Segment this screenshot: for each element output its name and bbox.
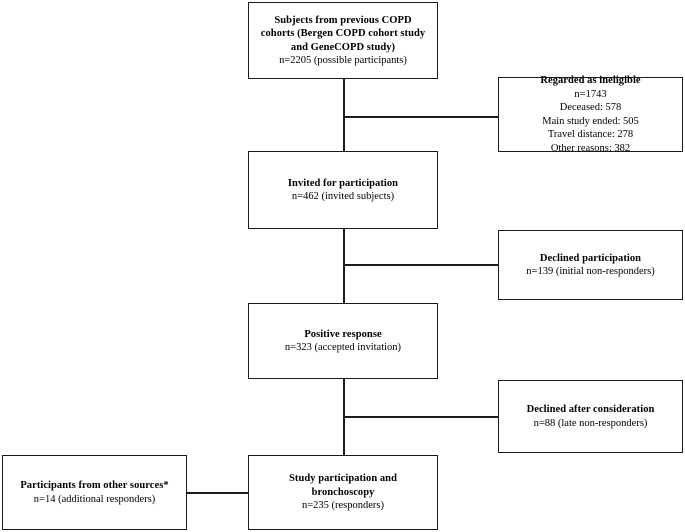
node-positive-response: Positive response n=323 (accepted invita…: [248, 303, 438, 379]
node-source-cohorts-title-line-1: Subjects from previous COPD: [274, 14, 412, 26]
node-source-cohorts-count: n=2205 (possible participants): [279, 55, 407, 66]
node-ineligible: Regarded as ineligible n=1743 Deceased: …: [498, 75, 683, 154]
node-ineligible-reason-travel-distance: Travel distance: 278: [547, 129, 634, 140]
node-other-sources-title: Participants from other sources*: [20, 480, 169, 491]
node-study-participation: Study participation and bronchoscopy n=2…: [248, 455, 438, 530]
node-source-cohorts: Subjects from previous COPD cohorts (Ber…: [248, 2, 438, 79]
connector-source-to-ineligible: [343, 116, 499, 118]
node-source-cohorts-title-line-2: cohorts (Bergen COPD cohort study: [260, 28, 426, 39]
node-study-participation-title-line-1: Study participation and: [289, 473, 397, 485]
node-ineligible-reason-main-study-ended: Main study ended: 505: [542, 115, 639, 127]
node-declined-after-consideration: Declined after consideration n=88 (late …: [498, 380, 683, 453]
node-invited: Invited for participation n=462 (invited…: [248, 151, 438, 229]
node-other-sources-count: n=14 (additional responders): [33, 493, 156, 505]
node-source-cohorts-title-line-3: and GeneCOPD study): [290, 41, 396, 53]
connector-other-sources-to-participation: [186, 492, 250, 494]
node-study-participation-title-line-2: bronchoscopy: [311, 486, 375, 498]
node-positive-response-count: n=323 (accepted invitation): [284, 342, 402, 353]
node-ineligible-reason-deceased: Deceased: 578: [559, 102, 622, 113]
node-declined-participation: Declined participation n=139 (initial no…: [498, 230, 683, 300]
node-declined-after-consideration-count: n=88 (late non-responders): [533, 417, 648, 429]
node-declined-after-consideration-title: Declined after consideration: [526, 404, 655, 415]
node-declined-participation-title: Declined participation: [539, 252, 642, 264]
node-ineligible-count: n=1743: [574, 88, 607, 100]
node-ineligible-title: Regarded as ineligible: [540, 75, 641, 86]
node-other-sources: Participants from other sources* n=14 (a…: [2, 455, 187, 530]
node-study-participation-count: n=235 (responders): [301, 500, 385, 512]
node-positive-response-title: Positive response: [304, 328, 382, 340]
connector-source-to-invited: [343, 78, 345, 152]
node-invited-title: Invited for participation: [287, 177, 399, 189]
connector-invited-to-declined: [343, 264, 499, 266]
node-ineligible-reason-other: Other reasons: 382: [550, 142, 631, 154]
connector-invited-to-positive: [343, 229, 345, 304]
connector-positive-to-declined-late: [343, 416, 499, 418]
node-declined-participation-count: n=139 (initial non-responders): [526, 266, 655, 277]
node-invited-count: n=462 (invited subjects): [291, 191, 395, 202]
